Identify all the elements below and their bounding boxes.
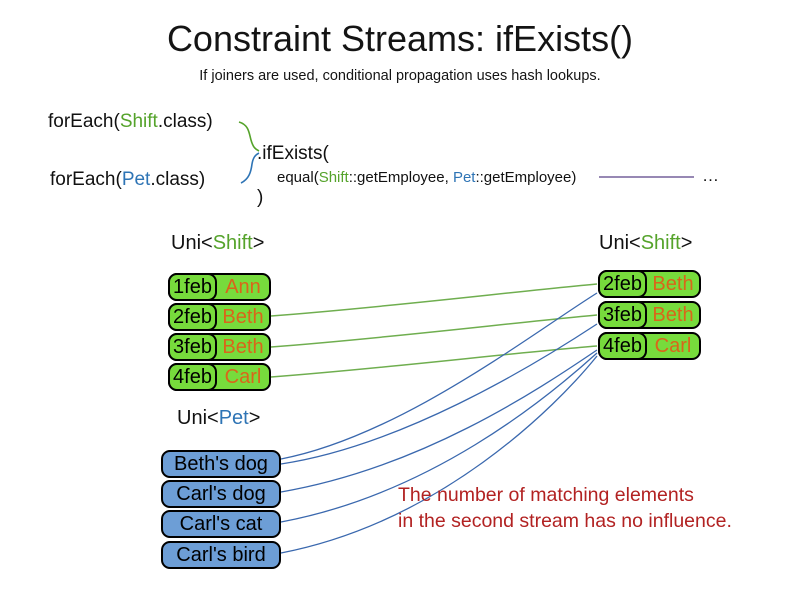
shift-date-cell: 2feb <box>598 270 647 298</box>
blue-connector-bethsdog-2feb <box>280 292 598 460</box>
note-line1: The number of matching elements <box>398 484 694 506</box>
code-close-paren: ) <box>257 187 264 208</box>
code-equal-joiner: equal(Shift::getEmployee, Pet::getEmploy… <box>277 169 576 186</box>
code-foreach-shift: forEach(Shift.class) <box>48 111 213 133</box>
code-text: ::getEmployee, <box>348 169 453 186</box>
ellipsis-text: … <box>702 166 719 185</box>
pet-table-header: Uni<Pet> <box>177 407 260 430</box>
pet-row-carls-bird: Carl's bird <box>161 541 281 569</box>
shift-date-cell: 2feb <box>168 303 217 331</box>
shift-row-4feb-carl-right: 4feb Carl <box>598 332 701 360</box>
header-type-shift: Shift <box>212 232 253 254</box>
shift-name-cell: Beth <box>652 272 694 295</box>
header-text: Uni< <box>171 232 213 254</box>
header-type-pet: Pet <box>218 407 249 429</box>
pet-class-token: Pet <box>121 169 151 190</box>
pet-method-ref: Pet <box>452 169 476 186</box>
header-text: Uni< <box>599 232 641 254</box>
header-type-shift: Shift <box>640 232 681 254</box>
shift-name-cell: Beth <box>222 335 264 358</box>
code-text: forEach( <box>48 111 120 132</box>
pet-row-beths-dog: Beth's dog <box>161 450 281 478</box>
shift-name-cell: Beth <box>652 303 694 326</box>
code-text: .class) <box>150 169 206 190</box>
shift-date-cell: 4feb <box>168 363 217 391</box>
right-shift-table-header: Uni<Shift> <box>599 232 692 255</box>
code-text: .class) <box>157 111 213 132</box>
shift-row-4feb-carl: 4feb Carl <box>168 363 271 391</box>
note-line2: in the second stream has no influence. <box>398 510 732 532</box>
header-text: > <box>252 232 265 254</box>
blue-connector-bethsdog-3feb <box>280 323 598 465</box>
shift-date-cell: 1feb <box>168 273 217 301</box>
green-connector-2feb <box>270 283 598 317</box>
blue-connector-carlscat-4feb <box>280 352 598 523</box>
header-text: > <box>248 407 261 429</box>
code-text: ::getEmployee) <box>475 169 577 186</box>
shift-date-cell: 3feb <box>168 333 217 361</box>
shift-class-token: Shift <box>119 111 158 132</box>
note-text: The number of matching elements in the se… <box>398 482 732 534</box>
green-connector-3feb <box>270 314 598 348</box>
shift-name-cell: Carl <box>654 334 692 357</box>
shift-date-cell: 3feb <box>598 301 647 329</box>
header-text: > <box>680 232 693 254</box>
shift-name-cell: Ann <box>225 275 261 298</box>
shift-method-ref: Shift <box>318 169 349 186</box>
shift-name-cell: Beth <box>222 305 264 328</box>
blue-connector-carlsdog-4feb <box>280 349 598 493</box>
blue-connector-carlsbird-4feb <box>280 355 598 554</box>
code-ifexists: .ifExists( <box>257 143 329 164</box>
page-title: Constraint Streams: ifExists() <box>166 18 634 59</box>
header-text: Uni< <box>177 407 219 429</box>
page-subtitle: If joiners are used, conditional propaga… <box>199 68 601 84</box>
shift-name-cell: Carl <box>224 365 262 388</box>
shift-date-cell: 4feb <box>598 332 647 360</box>
code-foreach-pet: forEach(Pet.class) <box>50 169 205 191</box>
code-text: forEach( <box>50 169 122 190</box>
brace-top-green <box>238 121 260 152</box>
left-shift-table-header: Uni<Shift> <box>171 232 264 255</box>
brace-bottom-blue <box>240 152 260 184</box>
green-connector-4feb <box>270 345 598 378</box>
pet-row-carls-cat: Carl's cat <box>161 510 281 538</box>
shift-row-1feb-ann: 1feb Ann <box>168 273 271 301</box>
code-text: equal( <box>277 169 319 186</box>
pet-row-carls-dog: Carl's dog <box>161 480 281 508</box>
